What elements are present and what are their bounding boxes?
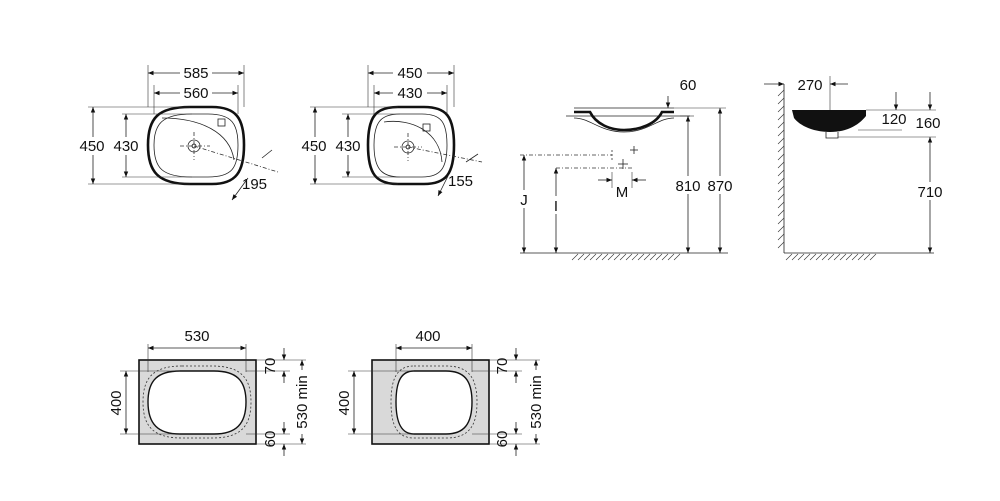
cutout-b-hole [395,370,473,435]
dim-a-outer-width: 585 [183,65,208,82]
front-section: 60 810 870 M [513,77,736,261]
dim-a-outer-depth: 450 [79,138,104,155]
basin-b-inner [373,113,448,178]
dim-b-outer-width: 450 [397,65,422,82]
top-view-a: 585 560 450 430 195 [76,63,279,201]
basin-a-rim-curve [161,117,235,161]
dim-side-depth: 270 [797,77,822,94]
basin-a-inner [153,113,239,178]
dim-b-inner-width: 430 [397,85,422,102]
dim-b-outer-depth: 450 [301,138,326,155]
basin-a-outer [146,105,246,186]
dim-cutout-a-margin-top: 70 [262,358,279,375]
dim-front-rim-offset: 60 [680,77,697,94]
dim-b-offset: 155 [448,173,473,190]
dim-cutout-a-margin-bottom: 60 [262,431,279,448]
basin-side-section [792,110,866,132]
dim-front-height-810: 810 [675,178,700,195]
dim-cutout-a-depth: 400 [108,390,125,415]
dim-cutout-b-width: 400 [415,328,440,345]
dim-side-height: 710 [917,184,942,201]
dim-b-inner-depth: 430 [335,138,360,155]
dim-side-bowl-depth: 120 [881,111,906,128]
dim-cutout-a-width: 530 [184,328,209,345]
dim-cutout-b-counter-min: 530 min [528,375,545,428]
side-section: 270 120 160 710 [764,76,947,261]
dim-front-j: J [520,192,528,209]
cutout-a-hole [147,370,247,435]
dim-cutout-b-margin-top: 70 [494,358,511,375]
dim-a-offset: 195 [242,176,267,193]
dim-cutout-b-depth: 400 [336,390,353,415]
cutout-a: 530 400 70 60 530 min [106,328,312,456]
dim-a-inner-width: 560 [183,85,208,102]
dim-front-m: M [616,184,629,201]
dim-cutout-b-margin-bottom: 60 [494,431,511,448]
dim-front-i: I [554,198,558,215]
dim-a-inner-depth: 430 [113,138,138,155]
cutout-b: 400 400 70 60 530 min [334,328,546,456]
dim-cutout-a-counter-min: 530 min [294,375,311,428]
tap-hole-icon [618,146,638,169]
dim-side-total-depth: 160 [915,115,940,132]
basin-front-section [574,110,674,132]
dim-front-height-870: 870 [707,178,732,195]
tap-a-icon [217,118,226,127]
tap-b-icon [422,123,431,132]
basin-b-outer [366,105,456,186]
top-view-b: 450 430 450 430 155 [298,63,483,197]
